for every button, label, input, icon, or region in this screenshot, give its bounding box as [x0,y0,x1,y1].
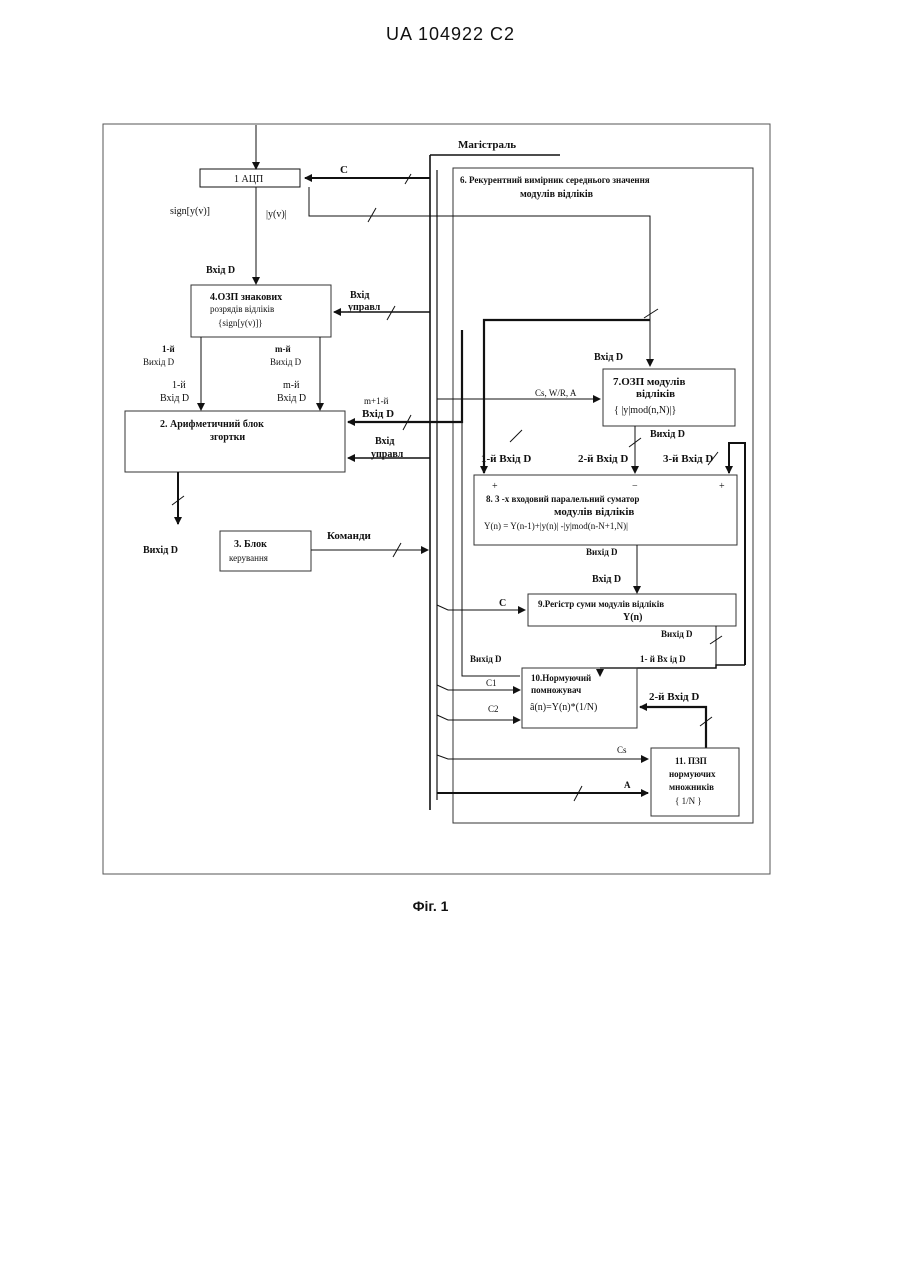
abs-tick [368,208,376,222]
c2-arrow [437,715,520,720]
label-abs: |y(v)| [266,209,287,220]
block10-line1: 10.Нормуючий [531,673,591,683]
sign-plus-2: + [719,481,725,492]
label-inm-b: Вхід D [277,393,306,404]
label-in10-1: 1- й Вх ід D [640,654,686,664]
bus-label: Магістраль [458,139,516,151]
label-outm-b: Вихід D [270,357,302,367]
block9-line2: Y(n) [623,612,642,623]
block3-line2: керування [229,553,268,563]
label-a: A [624,780,631,790]
block11-line4: { 1/N } [675,796,702,806]
label-c1: C1 [486,678,497,688]
block10-line3: â(n)=Y(n)*(1/N) [530,702,597,713]
label-input-d-4: Вхід D [206,265,235,276]
block11-line3: множників [669,782,714,792]
label-ctrl2-a: Вхід [375,436,394,447]
label-output-d-7: Вихід D [650,429,685,440]
label-in1-a: 1-й [172,380,186,391]
label-in1-b: Вхід D [160,393,189,404]
block8-line3: Y(n) = Y(n-1)+|y(n)| -|y|mod(n-N+1,N)| [484,521,628,531]
block10-line2: помножувач [531,685,581,695]
block3-control [220,531,311,571]
block-adc-label: 1 АЦП [234,174,263,185]
label-ctrl4-b: управл [348,302,381,313]
block11-line1: 11. ПЗП [675,756,707,766]
block3-line1: 3. Блок [234,539,267,550]
block8-line2: модулів відліків [554,506,634,518]
label-c-top: C [340,164,348,176]
label-input-d-9: Вхід D [592,574,621,585]
cs-to-rom [437,755,648,759]
label-output-d-left: Вихід D [470,654,502,664]
label-in8-1: 1-й Вхід D [481,453,531,465]
label-ctrl2-b: управл [371,449,404,460]
block7-line1: 7.ОЗП модулів [613,376,685,388]
sign-plus-1: + [492,481,498,492]
block7-line2: відліків [636,388,675,400]
block6-title-line2: модулів відліків [520,189,594,200]
label-output-d-8: Вихід D [586,547,618,557]
label-inm-a: m-й [283,380,300,391]
rom-to-multiplier [640,707,706,748]
label-out1-a: 1-й [162,344,175,354]
label-in10-2: 2-й Вхід D [649,691,699,703]
block4-line2: розрядів відліків [210,304,274,314]
label-c-9: C [499,598,506,609]
label-in-m1-a: m+1-й [364,396,389,406]
block7-line3: { |y|mod(n,N)|} [614,405,676,416]
abs-tick-2 [644,309,658,318]
label-in-m1-b: Вхід D [362,408,394,420]
c-to-register [437,605,525,610]
c1-arrow [437,685,520,690]
block2-line2: згортки [210,432,245,443]
block2-line1: 2. Арифметичний блок [160,419,264,430]
label-out1-b: Вихід D [143,357,175,367]
label-c2: C2 [488,704,499,714]
block9-line1: 9.Регістр суми модулів відліків [538,599,664,609]
block8-line1: 8. 3 -х входовий паралельний суматор [486,494,639,504]
label-in8-2: 2-й Вхід D [578,453,628,465]
in8-1-tick [510,430,522,442]
label-ctrl4-a: Вхід [350,290,369,301]
abs-line-to-ozp7 [309,187,650,366]
block6-title-line1: 6. Рекурентний вимірник середнього значе… [460,175,650,185]
block4-line3: {sign[y(v)]} [218,318,263,328]
label-input-d-7: Вхід D [594,352,623,363]
ctrl4-tick [387,306,395,320]
label-sign: sign[y(v)] [170,206,210,217]
label-commands: Команди [327,530,372,542]
label-output-d: Вихід D [143,545,178,556]
label-in8-3: 3-й Вхід D [663,453,713,465]
sign-minus: − [632,481,638,492]
block11-line2: нормуючих [669,769,716,779]
label-cs-wr-a: Cs, W/R, A [535,388,577,398]
label-cs: Cs [617,745,627,755]
block4-line1: 4.ОЗП знакових [210,292,282,303]
label-output-d-9: Вихід D [661,629,693,639]
label-outm-a: m-й [275,344,291,354]
figure-caption: Фіг. 1 [0,898,861,914]
